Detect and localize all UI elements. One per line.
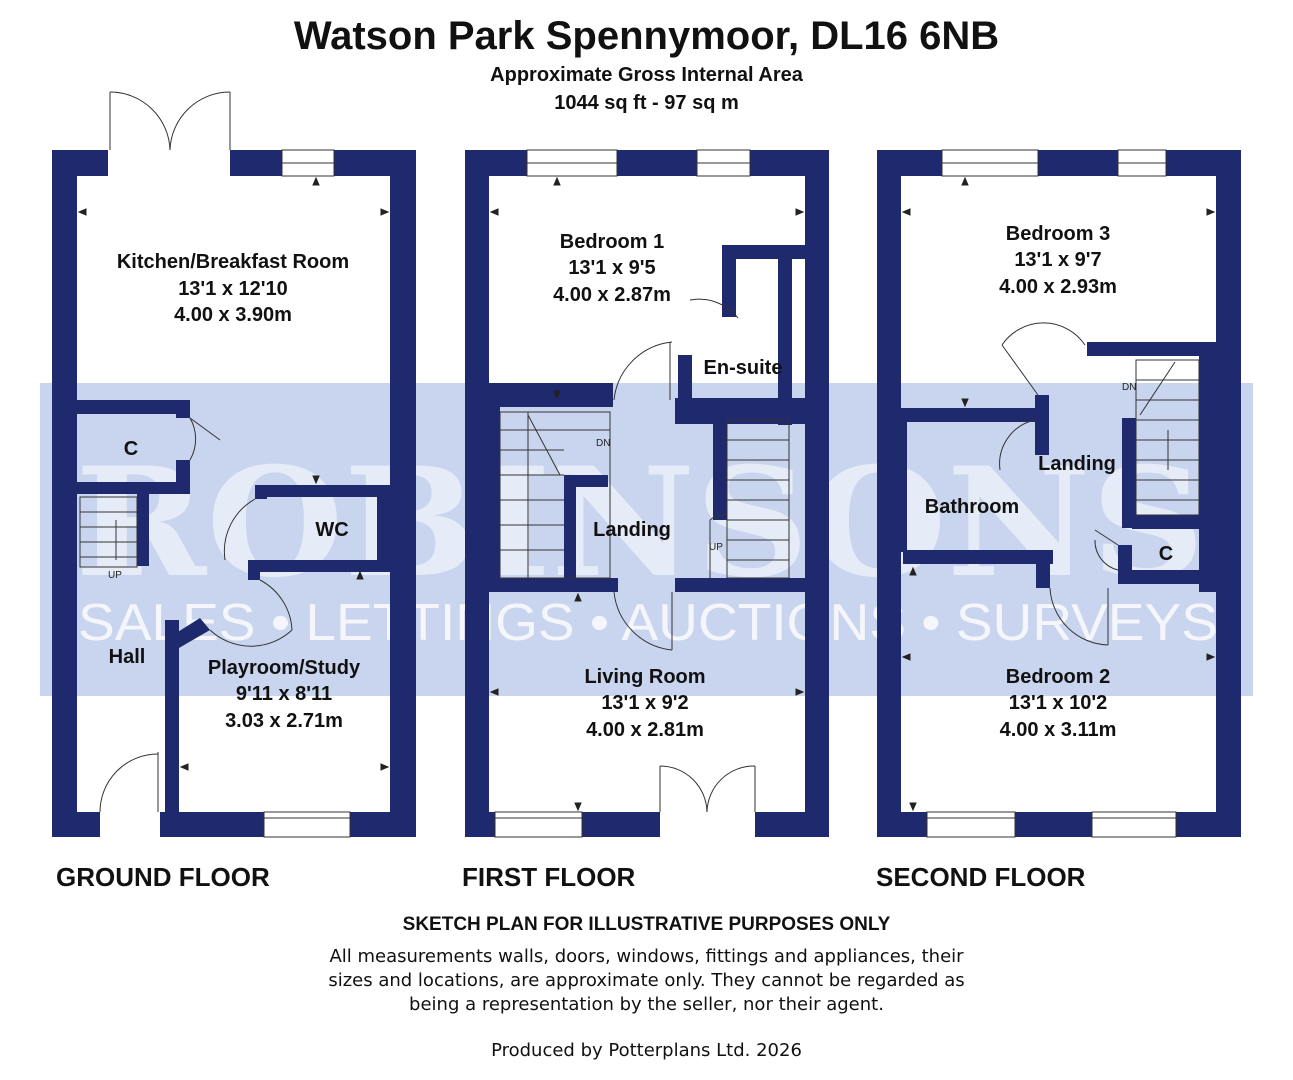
- first-stair-dn: DN: [596, 438, 610, 449]
- room-imperial: 13'1 x 9'5: [568, 257, 655, 279]
- sketch-plan-notice: SKETCH PLAN FOR ILLUSTRATIVE PURPOSES ON…: [402, 914, 891, 935]
- room-name: C: [1159, 543, 1173, 565]
- room-name: Landing: [1038, 453, 1116, 475]
- room-metric: 4.00 x 2.81m: [586, 719, 704, 741]
- room-metric: 3.03 x 2.71m: [225, 710, 343, 732]
- ground-floor-fixtures: [79, 91, 351, 838]
- room-name: Living Room: [584, 666, 705, 688]
- first-floor-fixtures: [494, 149, 790, 838]
- area-value: 1044 sq ft - 97 sq m: [554, 92, 739, 114]
- room-imperial: 13'1 x 9'7: [1014, 249, 1101, 271]
- room-imperial: 9'11 x 8'11: [236, 683, 332, 705]
- room-metric: 4.00 x 3.11m: [1000, 719, 1117, 741]
- room-name: Bathroom: [925, 496, 1019, 518]
- room-name: Kitchen/Breakfast Room: [117, 251, 349, 273]
- second-floor-plan: [877, 150, 1241, 837]
- first-floor-label: FIRST FLOOR: [462, 862, 636, 892]
- second-floor-label: SECOND FLOOR: [876, 862, 1086, 892]
- area-label: Approximate Gross Internal Area: [490, 64, 803, 86]
- room-name: WC: [315, 519, 348, 541]
- second-floor-labels: Bedroom 3 13'1 x 9'7 4.00 x 2.93m Landin…: [925, 223, 1173, 741]
- room-name: Bedroom 3: [1006, 223, 1110, 245]
- room-name: En-suite: [704, 357, 783, 379]
- ground-floor-label: GROUND FLOOR: [56, 862, 270, 892]
- disclaimer-line-2: sizes and locations, are approximate onl…: [328, 970, 965, 991]
- room-name: C: [124, 438, 138, 460]
- room-name: Landing: [593, 519, 671, 541]
- second-stair-dn: DN: [1122, 382, 1136, 393]
- room-metric: 4.00 x 2.93m: [999, 276, 1117, 298]
- page-title: Watson Park Spennymoor, DL16 6NB: [293, 14, 1000, 58]
- second-floor-fixtures: [926, 149, 1200, 838]
- measurement-arrows: [77, 176, 1216, 812]
- first-floor-labels: Bedroom 1 13'1 x 9'5 4.00 x 2.87m En-sui…: [553, 231, 782, 741]
- room-metric: 4.00 x 2.87m: [553, 284, 671, 306]
- room-name: Playroom/Study: [208, 657, 361, 679]
- disclaimer-line-3: being a representation by the seller, no…: [409, 994, 884, 1015]
- room-metric: 4.00 x 3.90m: [174, 304, 292, 326]
- room-imperial: 13'1 x 9'2: [601, 692, 688, 714]
- room-imperial: 13'1 x 10'2: [1009, 692, 1108, 714]
- ground-floor-labels: Kitchen/Breakfast Room 13'1 x 12'10 4.00…: [109, 251, 361, 732]
- room-name: Bedroom 1: [560, 231, 664, 253]
- disclaimer-line-1: All measurements walls, doors, windows, …: [329, 946, 964, 967]
- watermark-band: [40, 383, 1253, 696]
- room-name: Hall: [109, 646, 146, 668]
- ground-stair-up: UP: [108, 570, 122, 581]
- room-name: Bedroom 2: [1006, 666, 1110, 688]
- first-stair-up: UP: [709, 542, 723, 553]
- room-imperial: 13'1 x 12'10: [178, 278, 288, 300]
- first-floor-plan: [465, 150, 829, 837]
- ground-floor-plan: [52, 150, 416, 837]
- producer-credit: Produced by Potterplans Ltd. 2026: [491, 1040, 802, 1061]
